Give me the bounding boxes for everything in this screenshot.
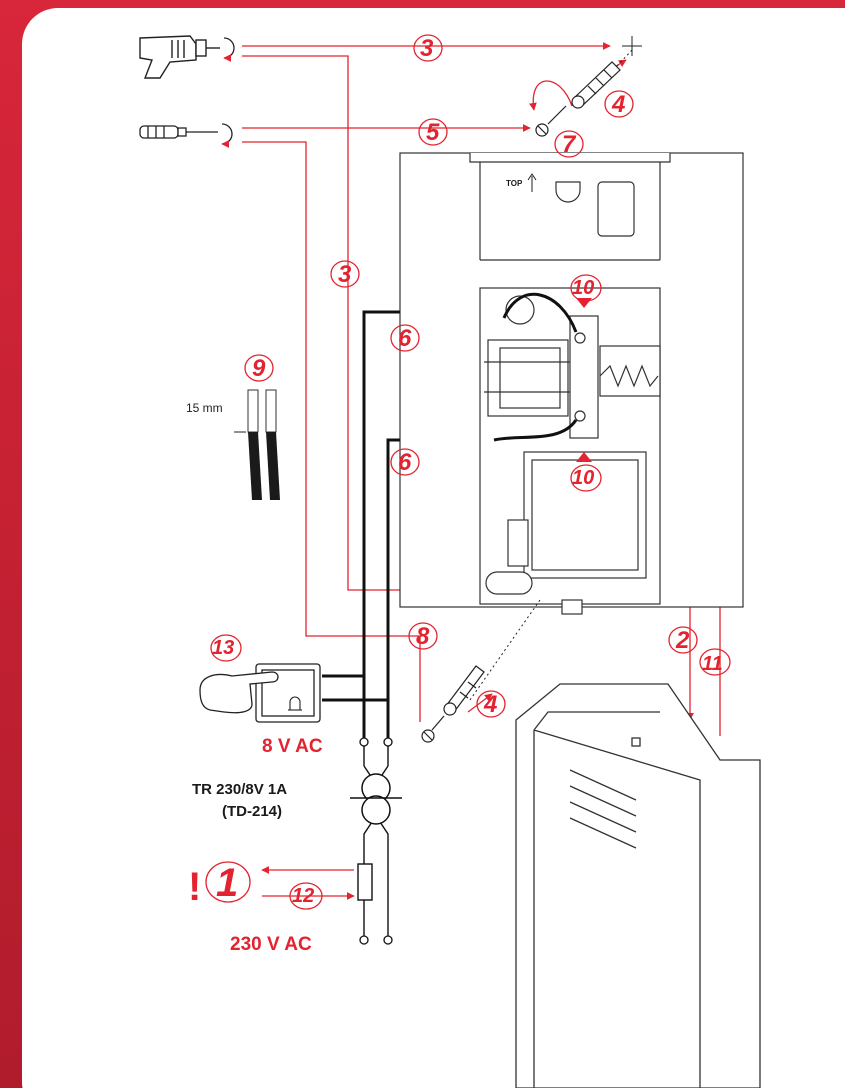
step-12: 12 [292,885,314,907]
step-13: 13 [212,637,234,659]
rotate-icon [223,37,235,62]
step-9: 9 [252,355,266,382]
wall-plug-icon [443,665,485,716]
hand-pointer-icon [199,671,279,714]
terminals [359,737,393,945]
drill-icon [139,35,220,79]
step-2: 2 [675,627,690,654]
transformer-icon [350,773,402,825]
voltage-mains-label: 230 V AC [230,934,312,955]
screwdriver-icon [139,125,218,139]
step-4-bottom: 4 [483,691,497,718]
drill-mark [622,36,642,56]
rotate-icon [221,123,233,148]
step-5: 5 [426,119,440,146]
top-arrow-icon [527,173,537,192]
step-1: 1 [216,861,238,905]
screw-icon [535,105,567,137]
warning-mark: ! [188,865,201,909]
step-10-bottom: 10 [572,467,594,489]
number-circles [205,34,731,910]
step-11: 11 [702,653,723,675]
voltage-low-label: 8 V AC [262,736,323,757]
stripped-wires [234,389,280,500]
screw-icon [421,715,445,743]
wire-top [502,292,578,333]
front-cover [515,683,761,1088]
wire-bottom [493,419,578,442]
transformer-label-line2: (TD-214) [222,803,282,820]
step-7: 7 [562,131,577,158]
strip-length-label: 15 mm [186,401,223,415]
marker-triangle-bottom [576,452,592,462]
step-10-top: 10 [572,277,594,299]
step-6-top: 6 [398,325,412,352]
step-3-top: 3 [420,35,434,62]
step-4-top: 4 [611,91,625,118]
step-8: 8 [416,623,430,650]
fuse-icon [357,863,373,901]
wall-plug-icon [571,61,621,109]
step-3-mid: 3 [338,261,352,288]
top-label: TOP [506,179,523,188]
base-plate [399,152,744,615]
bell-icon [288,696,302,711]
cables [322,310,400,740]
transformer-label-line1: TR 230/8V 1A [192,781,287,798]
step-6-bottom: 6 [398,449,412,476]
